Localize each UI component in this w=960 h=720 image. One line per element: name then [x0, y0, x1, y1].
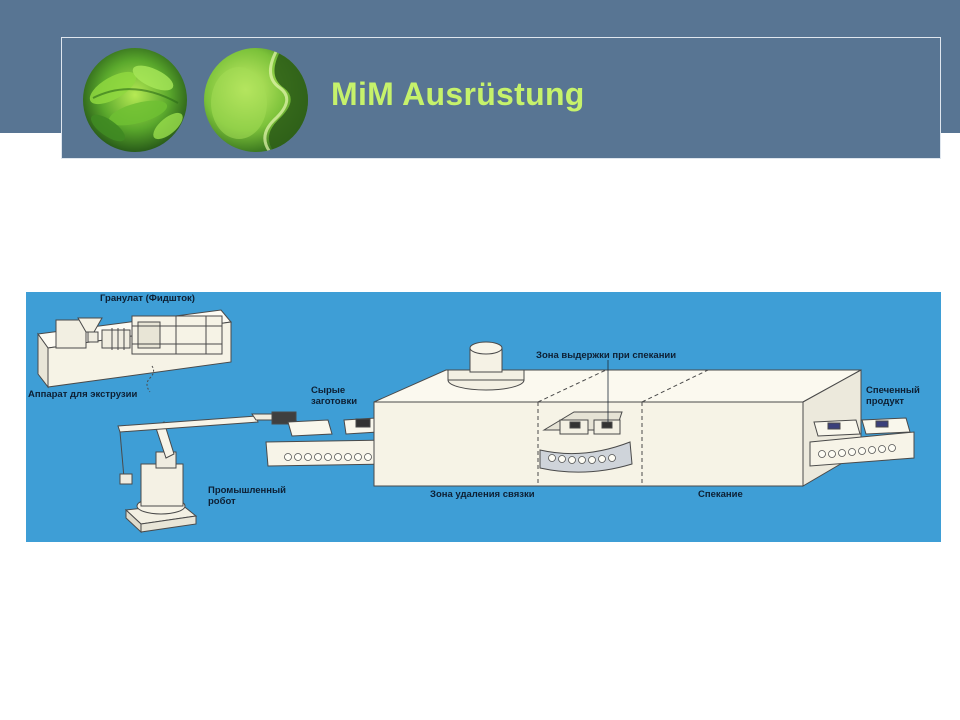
label-robot: Промышленный робот	[208, 485, 286, 507]
label-granulate: Гранулат (Фидшток)	[100, 293, 195, 304]
label-sintered-line2: продукт	[866, 396, 905, 407]
label-green-parts: Сырые заготовки	[311, 385, 357, 407]
label-robot-line1: Промышленный	[208, 485, 286, 496]
label-sintered-line1: Спеченный	[866, 385, 920, 396]
conveyor-right	[809, 417, 915, 467]
label-robot-line2: робот	[208, 496, 236, 507]
extruder-machine	[37, 309, 232, 393]
leaf-photo-right	[204, 48, 308, 152]
process-illustration	[37, 309, 915, 534]
leaf-photo-left	[83, 48, 187, 152]
label-green-parts-line1: Сырые	[311, 385, 346, 396]
label-extruder: Аппарат для экструзии	[28, 389, 138, 400]
label-sintering: Спекание	[698, 489, 743, 500]
label-green-parts-line2: заготовки	[311, 396, 358, 407]
mim-process-diagram: Гранулат (Фидшток) Аппарат для экструзии…	[26, 292, 941, 542]
industrial-robot	[117, 411, 297, 534]
label-debinding-zone: Зона удаления связки	[430, 489, 535, 500]
label-sintered-product: Спеченный продукт	[866, 385, 920, 407]
conveyor-rollers	[284, 444, 896, 464]
page-title: MiM Ausrüstung	[331, 76, 585, 112]
sintering-furnace	[373, 341, 862, 487]
label-holding-zone: Зона выдержки при спекании	[536, 350, 677, 361]
